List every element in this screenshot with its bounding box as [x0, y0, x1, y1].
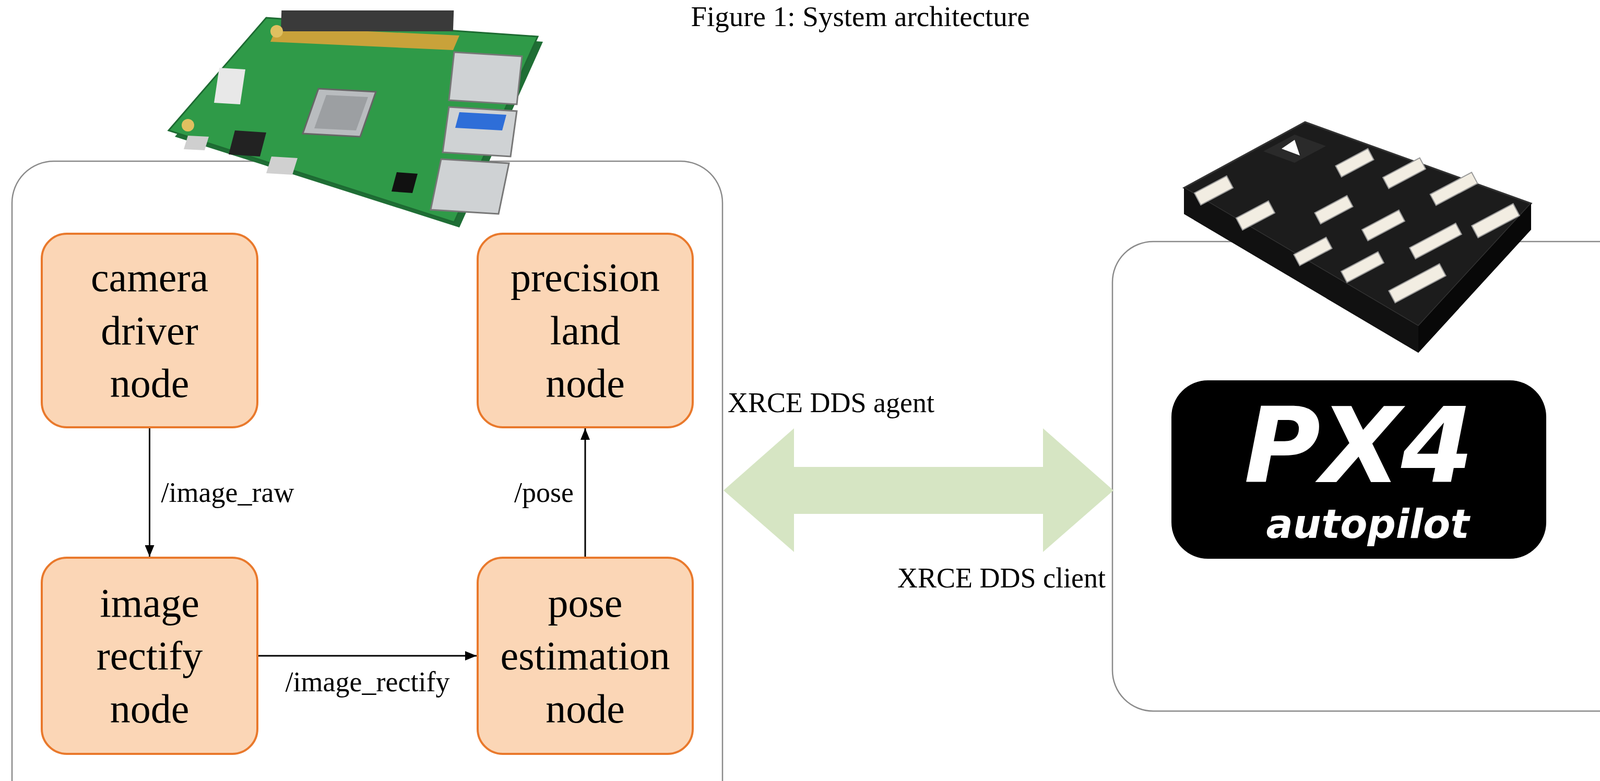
- computer-boundary: [12, 161, 723, 781]
- pixhawk-controller: [1183, 122, 1532, 353]
- raspberry-pi-board: [168, 10, 543, 228]
- process-box: precision land node: [476, 232, 694, 429]
- link-arrow: [723, 428, 1114, 553]
- link-label: XRCE DDS agent: [727, 386, 935, 421]
- link-label: XRCE DDS client: [897, 561, 1106, 596]
- node-label: pose estimation node: [500, 576, 671, 736]
- data-flow-arrow: [148, 428, 151, 557]
- topic-name: /image_raw: [159, 476, 297, 511]
- logo-text: PX4: [1243, 394, 1474, 499]
- node-label: camera driver node: [90, 251, 209, 410]
- topic-name: /image_rectify: [283, 665, 453, 700]
- node-label: precision land node: [510, 251, 660, 410]
- process-box: camera driver node: [40, 232, 259, 429]
- data-flow-arrow: [584, 428, 587, 557]
- px4-logo-plate: [1171, 380, 1547, 560]
- node-label: image rectify node: [96, 576, 204, 736]
- data-flow-arrow: [258, 655, 477, 658]
- logo-text: autopilot: [1266, 504, 1470, 545]
- figure-title: Figure 1: System architecture: [690, 0, 1030, 34]
- topic-name: /pose: [512, 476, 576, 511]
- process-box: image rectify node: [40, 556, 259, 756]
- process-box: pose estimation node: [476, 556, 694, 756]
